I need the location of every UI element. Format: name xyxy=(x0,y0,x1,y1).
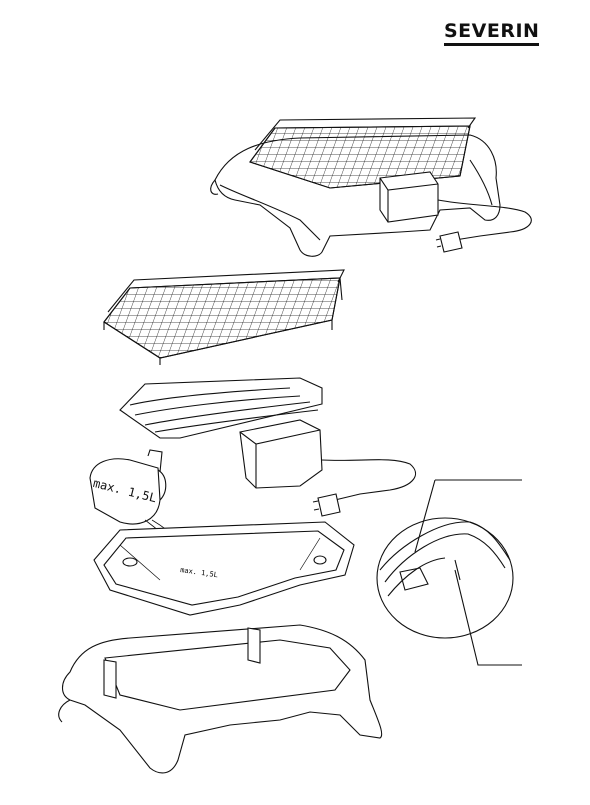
grill-base xyxy=(59,625,382,773)
assembled-grill xyxy=(211,118,532,256)
heating-element xyxy=(120,378,416,516)
grill-grate xyxy=(104,270,344,365)
water-tray xyxy=(94,522,354,615)
detail-callout xyxy=(377,480,522,665)
